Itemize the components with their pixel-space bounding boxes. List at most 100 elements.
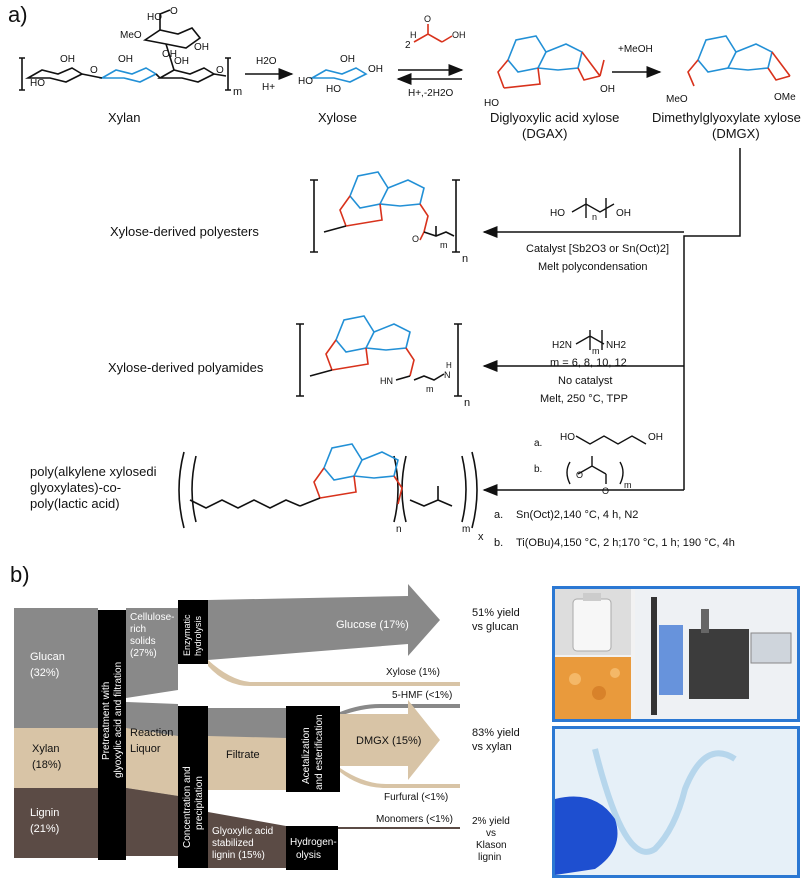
polyamide-atom-h: H [446, 361, 452, 370]
hydrogenolysis-label-1: Hydrogen- [290, 837, 337, 848]
diol-atom-ho: HO [550, 208, 565, 219]
yield-dmgx-2: vs xylan [472, 741, 512, 753]
xylan-atom-oh-1: OH [60, 54, 75, 65]
dmgx-feed-line [683, 148, 741, 490]
lactide-subscript-m: m [624, 480, 632, 490]
dgax-label: Diglyoxylic acid xylose [490, 110, 619, 125]
reaction-liquor-xylan [126, 728, 178, 796]
enzymatic-box [178, 600, 208, 664]
acetalization-label-2: and esterification [314, 714, 325, 790]
copolymer-subscript-m: m [462, 524, 470, 535]
enzymatic-label-1: Enzymatic [182, 614, 192, 656]
stabilized-lignin-label-1: Glyoxylic acid [212, 826, 273, 837]
glucose-flow [208, 584, 440, 660]
hydrogenolysis-label-2: olysis [296, 850, 321, 861]
reaction-liquor-label-1: Reaction [130, 727, 173, 739]
diamine-atom-h2n: H2N [552, 340, 572, 351]
xylan-repeat-m: m [233, 86, 242, 98]
reaction-liquor-label-2: Liquor [130, 743, 161, 755]
furfural-label: Furfural (<1%) [384, 792, 448, 803]
photo-polymer-tube [552, 726, 800, 878]
dmgx-atom-ome: OMe [774, 92, 796, 103]
yield-lignin-1: 2% yield [472, 816, 510, 827]
condition-a: Sn(Oct)2,140 °C, 4 h, N2 [516, 509, 638, 521]
copolymer-label-line2: glyoxylates)-co- [30, 480, 121, 495]
copolymer-subscript-n: n [396, 524, 402, 535]
monomers-label: Monomers (<1%) [376, 814, 453, 825]
hexanediol-structure [575, 435, 647, 445]
xylan-atom-o-1: O [90, 65, 98, 76]
xylan-atom-o-2: O [216, 65, 224, 76]
copolymer-label-line1: poly(alkylene xylosedi [30, 464, 157, 479]
xylan-flow-label: Xylan [32, 743, 60, 755]
xylan-label: Xylan [108, 110, 141, 125]
xylan-atom-oh-2: OH [118, 54, 133, 65]
xylose-minor-label: Xylose (1%) [386, 667, 440, 678]
transparent-tube [592, 748, 737, 855]
lactide-structure [566, 456, 624, 485]
powder-bottle [572, 598, 612, 652]
xylan-atom-oh-3: OH [174, 56, 189, 67]
hmf-flow [340, 704, 460, 716]
xylose-label: Xylose [318, 110, 357, 125]
cellulose-pct: (27%) [130, 648, 157, 659]
xylan-structure [19, 9, 231, 91]
glucan-flow [14, 608, 98, 736]
dmgx-atom-meo: MeO [666, 94, 688, 105]
polyester-structure [310, 171, 460, 253]
concentration-label-1: Concentration and [182, 766, 193, 848]
polyamide-conditions: Melt, 250 °C, TPP [540, 393, 628, 405]
xylose-atom-oh-1: OH [340, 54, 355, 65]
condition-b: Ti(OBu)4,150 °C, 2 h;170 °C, 1 h; 190 °C… [516, 537, 735, 549]
acetalization-label-1: Acetalization [301, 727, 312, 784]
filtrate-label: Filtrate [226, 749, 260, 761]
cellulose-label-2: rich [130, 624, 146, 635]
xylan-atom-oh-5: OH [194, 42, 209, 53]
reagent-a-label: a. [534, 438, 542, 449]
polyamide-subscript-n: n [464, 397, 470, 409]
stabilized-lignin-flow [208, 812, 286, 868]
equipment-illustration [555, 589, 797, 719]
diol-atom-oh: OH [616, 208, 631, 219]
panel-a-label: a) [8, 2, 28, 27]
pretreatment-box [98, 610, 126, 860]
dgax-atom-oh: OH [600, 84, 615, 95]
reactor-frame [651, 597, 657, 715]
dmgx-flow [340, 700, 440, 780]
xylose-minor-flow [208, 660, 460, 686]
lignin-pct: (21%) [30, 823, 59, 835]
hydrogenolysis-box [286, 826, 338, 870]
dmgx-flow-label: DMGX (15%) [356, 735, 421, 747]
reverse-conditions: H+,-2H2O [408, 88, 454, 99]
glyoxylic-atom-h: H [410, 30, 417, 40]
xylan-atom-ho-2: HO [147, 12, 162, 23]
yield-glucose-1: 51% yield [472, 607, 520, 619]
pretreatment-label-2: glyoxylic acid and filtration [113, 662, 124, 778]
xylose-atom-ho: HO [298, 76, 313, 87]
dmgx-structure [687, 35, 791, 87]
polyester-subscript-n: n [462, 253, 468, 265]
yield-dmgx-1: 83% yield [472, 727, 520, 739]
reaction-liquor-lignin [126, 788, 178, 856]
dgax-atom-ho: HO [484, 98, 499, 109]
yield-lignin-3: Klason [476, 840, 507, 851]
xylan-flow [14, 728, 98, 790]
condition-a-label: a. [494, 509, 503, 521]
diol-structure [571, 198, 615, 218]
hexanediol-atom-ho: HO [560, 432, 575, 443]
polyamides-label: Xylose-derived polyamides [108, 360, 264, 375]
sankey-flows [14, 584, 460, 868]
methanol-reagent: +MeOH [618, 44, 653, 55]
glucan-pct: (32%) [30, 667, 59, 679]
glucose-label: Glucose (17%) [336, 619, 409, 631]
photo-equipment [552, 586, 800, 722]
polyester-atom-o: O [412, 234, 419, 244]
yield-lignin-2: vs [486, 828, 496, 839]
copolymer-subscript-x: x [478, 531, 484, 543]
cellulose-to-enzymatic [126, 644, 178, 696]
lactide-atom-o: O [576, 470, 583, 480]
diamine-structure [575, 330, 605, 350]
lignin-flow [14, 788, 98, 858]
polyester-method: Melt polycondensation [538, 261, 647, 273]
